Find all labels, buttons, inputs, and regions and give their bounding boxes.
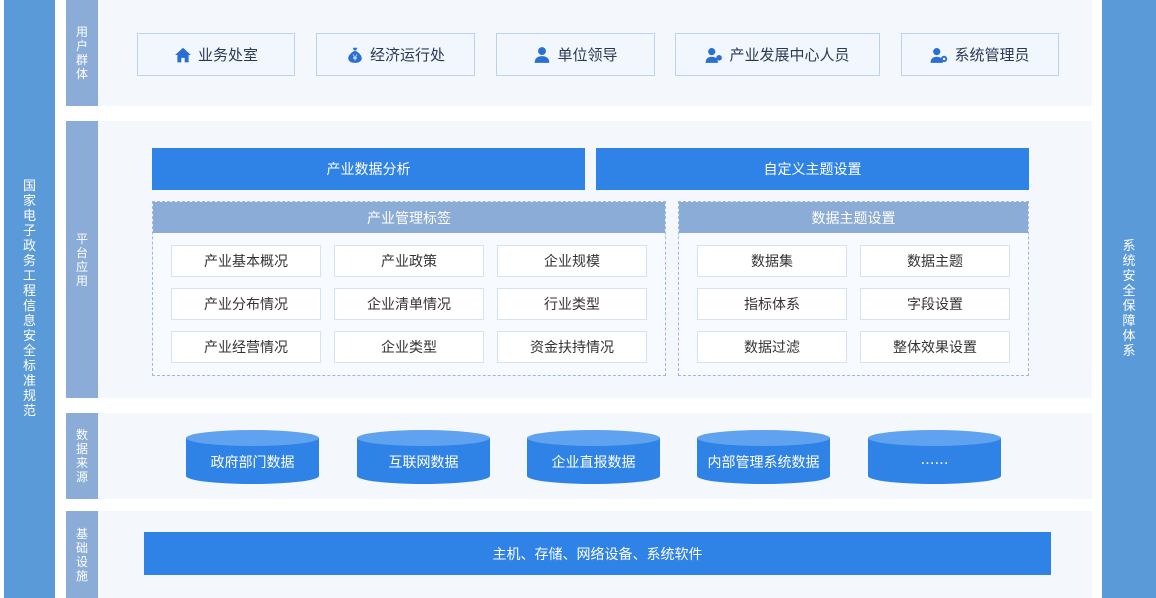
user-box-economy: ¥ 经济运行处 <box>316 33 475 76</box>
left-standards-label: 国家电子政务工程信息安全标准规范 <box>22 179 36 419</box>
tag-item: 企业清单情况 <box>334 288 484 320</box>
layer-label-platform: 平台应用 <box>66 121 98 398</box>
database-icon <box>697 430 830 484</box>
money-bag-icon: ¥ <box>348 47 362 63</box>
data-theme-title: 数据主题设置 <box>679 202 1028 233</box>
home-icon <box>175 47 191 62</box>
data-source-label: 内部管理系统数据 <box>707 455 820 471</box>
left-standards-bar: 国家电子政务工程信息安全标准规范 <box>4 0 55 598</box>
user-box-leader: 单位领导 <box>496 33 655 76</box>
database-icon <box>186 430 319 484</box>
user-box-label: 业务处室 <box>197 46 258 64</box>
layer-label-users-text: 用户群体 <box>75 25 88 81</box>
user-icon <box>535 46 550 63</box>
tag-item: 产业政策 <box>334 245 484 277</box>
database-icon <box>868 430 1001 484</box>
svg-text:¥: ¥ <box>352 53 357 62</box>
theme-item: 字段设置 <box>860 288 1010 320</box>
tag-item: 产业基本概况 <box>171 245 321 277</box>
data-source-cylinder: 政府部门数据 <box>186 430 319 484</box>
tag-item: 企业规模 <box>497 245 647 277</box>
infrastructure-block: 主机、存储、网络设备、系统软件 <box>144 532 1051 575</box>
user-box-label: 单位领导 <box>557 46 618 64</box>
theme-item: 数据集 <box>697 245 847 277</box>
user-box-center-staff: 产业发展中心人员 <box>675 33 880 76</box>
data-source-label: 互联网数据 <box>388 455 459 471</box>
layer-label-users: 用户群体 <box>66 0 98 106</box>
layer-label-data-text: 数据来源 <box>75 428 88 484</box>
user-box-label: 系统管理员 <box>954 46 1030 64</box>
theme-item: 数据过滤 <box>697 331 847 363</box>
tag-item: 行业类型 <box>497 288 647 320</box>
user-box-business: 业务处室 <box>137 33 295 76</box>
industry-tags-title: 产业管理标签 <box>153 202 665 233</box>
data-source-cylinder: …… <box>868 430 1001 484</box>
data-source-cylinder: 内部管理系统数据 <box>697 430 830 484</box>
theme-item: 数据主题 <box>860 245 1010 277</box>
database-icon <box>527 430 660 484</box>
data-source-cylinder: 企业直报数据 <box>527 430 660 484</box>
theme-item: 整体效果设置 <box>860 331 1010 363</box>
tag-item: 产业分布情况 <box>171 288 321 320</box>
layer-label-infra: 基础设施 <box>66 511 98 598</box>
data-source-cylinder: 互联网数据 <box>357 430 490 484</box>
layer-label-data: 数据来源 <box>66 413 98 499</box>
tag-item: 企业类型 <box>334 331 484 363</box>
tag-item: 产业经营情况 <box>171 331 321 363</box>
data-source-label: 政府部门数据 <box>210 455 295 471</box>
database-icon <box>357 430 490 484</box>
user-box-label: 经济运行处 <box>369 46 445 64</box>
industry-data-analysis-block: 产业数据分析 <box>152 148 585 190</box>
user-admin-icon <box>931 47 948 63</box>
user-group-icon <box>706 47 723 63</box>
layer-label-platform-text: 平台应用 <box>75 231 88 288</box>
user-box-label: 产业发展中心人员 <box>729 46 850 64</box>
tag-item: 资金扶持情况 <box>497 331 647 363</box>
data-source-label: …… <box>920 452 949 468</box>
data-source-label: 企业直报数据 <box>551 455 636 471</box>
user-box-admin: 系统管理员 <box>901 33 1059 76</box>
layer-label-infra-text: 基础设施 <box>75 526 88 583</box>
right-security-label: 系统安全保障体系 <box>1122 239 1136 359</box>
right-security-bar: 系统安全保障体系 <box>1102 0 1156 598</box>
theme-item: 指标体系 <box>697 288 847 320</box>
custom-theme-settings-block: 自定义主题设置 <box>596 148 1029 190</box>
